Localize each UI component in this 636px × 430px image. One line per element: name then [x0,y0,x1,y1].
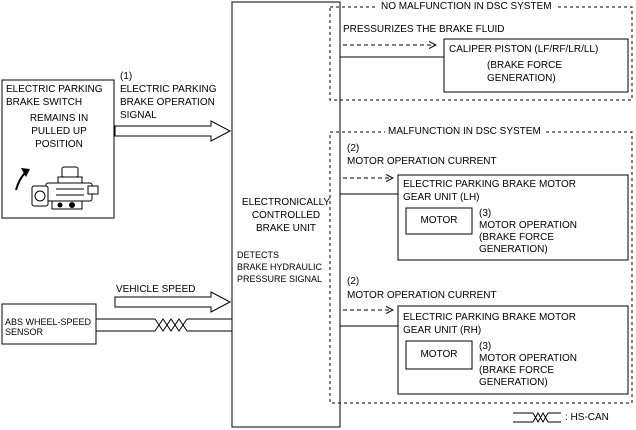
lh-operation-line1: MOTOR OPERATION [479,220,577,231]
signal-hollow-arrow [114,120,232,142]
abs-sensor-box [1,303,97,345]
rh-operation-line3: GENERATION) [479,377,548,388]
rh-gear-unit-label-line2: GEAR UNIT (RH) [403,325,482,336]
rh-motor-label: MOTOR [420,349,458,360]
switch-label-line1: ELECTRIC PARKING [6,84,103,95]
lh-motor-label: MOTOR [420,215,458,226]
abs-sensor-label-line1: ABS WHEEL-SPEED [5,317,92,327]
detects-label-line2: BRAKE HYDRAULIC [237,262,323,272]
rh-current-number: (2) [347,276,360,287]
hs-can-legend-label: : HS-CAN [565,412,609,423]
rh-operation-line1: MOTOR OPERATION [479,353,577,364]
no-malfunction-title: NO MALFUNCTION IN DSC SYSTEM [378,1,555,13]
rh-current-label: MOTOR OPERATION CURRENT [347,290,497,301]
pressurize-label: PRESSURIZES THE BRAKE FLUID [343,24,505,35]
detects-label-line3: PRESSURE SIGNAL [237,274,323,284]
rh-operation-number: (3) [479,341,492,352]
brake-unit-label-line3: BRAKE UNIT [255,223,316,234]
hs-can-legend-icon [513,411,561,424]
pull-up-arrow-icon [15,168,30,191]
lh-gear-unit-label-line1: ELECTRIC PARKING BRAKE MOTOR [403,179,576,190]
switch-state-line1: REMAINS IN [29,113,89,124]
brake-unit-label-line1: ELECTRONICALLY [241,197,331,208]
switch-state-line2: PULLED UP [31,126,87,137]
vehicle-speed-label: VEHICLE SPEED [116,284,196,295]
signal-label-line2: BRAKE OPERATION [120,97,215,108]
caliper-label-line1: CALIPER PISTON (LF/RF/LR/LL) [449,44,599,55]
brake-unit-box [231,1,341,428]
switch-state-line3: POSITION [35,139,83,150]
rh-gear-unit-label-line1: ELECTRIC PARKING BRAKE MOTOR [403,312,576,323]
brake-unit-label-line2: CONTROLLED [251,210,321,221]
signal-number: (1) [120,71,133,82]
lh-current-number: (2) [347,143,360,154]
hs-can-twisted-pair [96,318,232,332]
lh-operation-number: (3) [479,208,492,219]
lh-current-label: MOTOR OPERATION CURRENT [347,156,497,167]
signal-label-line1: ELECTRIC PARKING [120,84,217,95]
lh-operation-line2: (BRAKE FORCE [479,232,555,243]
caliper-label-line2: (BRAKE FORCE [487,60,563,71]
rh-motor-box [405,340,473,370]
speed-hollow-arrow [114,291,232,313]
lh-motor-box [405,207,473,235]
switch-label-line2: BRAKE SWITCH [6,97,83,108]
parking-brake-switch-illustration [31,166,99,210]
rh-operation-line2: (BRAKE FORCE [479,365,555,376]
caliper-label-line3: GENERATION) [487,73,556,84]
lh-gear-unit-label-line2: GEAR UNIT (LH) [403,192,480,203]
detects-label-line1: DETECTS [237,250,280,260]
lh-operation-line3: GENERATION) [479,244,548,255]
abs-sensor-label-line2: SENSOR [5,327,44,337]
caliper-piston-box [443,38,629,93]
malfunction-title: MALFUNCTION IN DSC SYSTEM [385,126,544,138]
signal-label-line3: SIGNAL [120,110,157,121]
